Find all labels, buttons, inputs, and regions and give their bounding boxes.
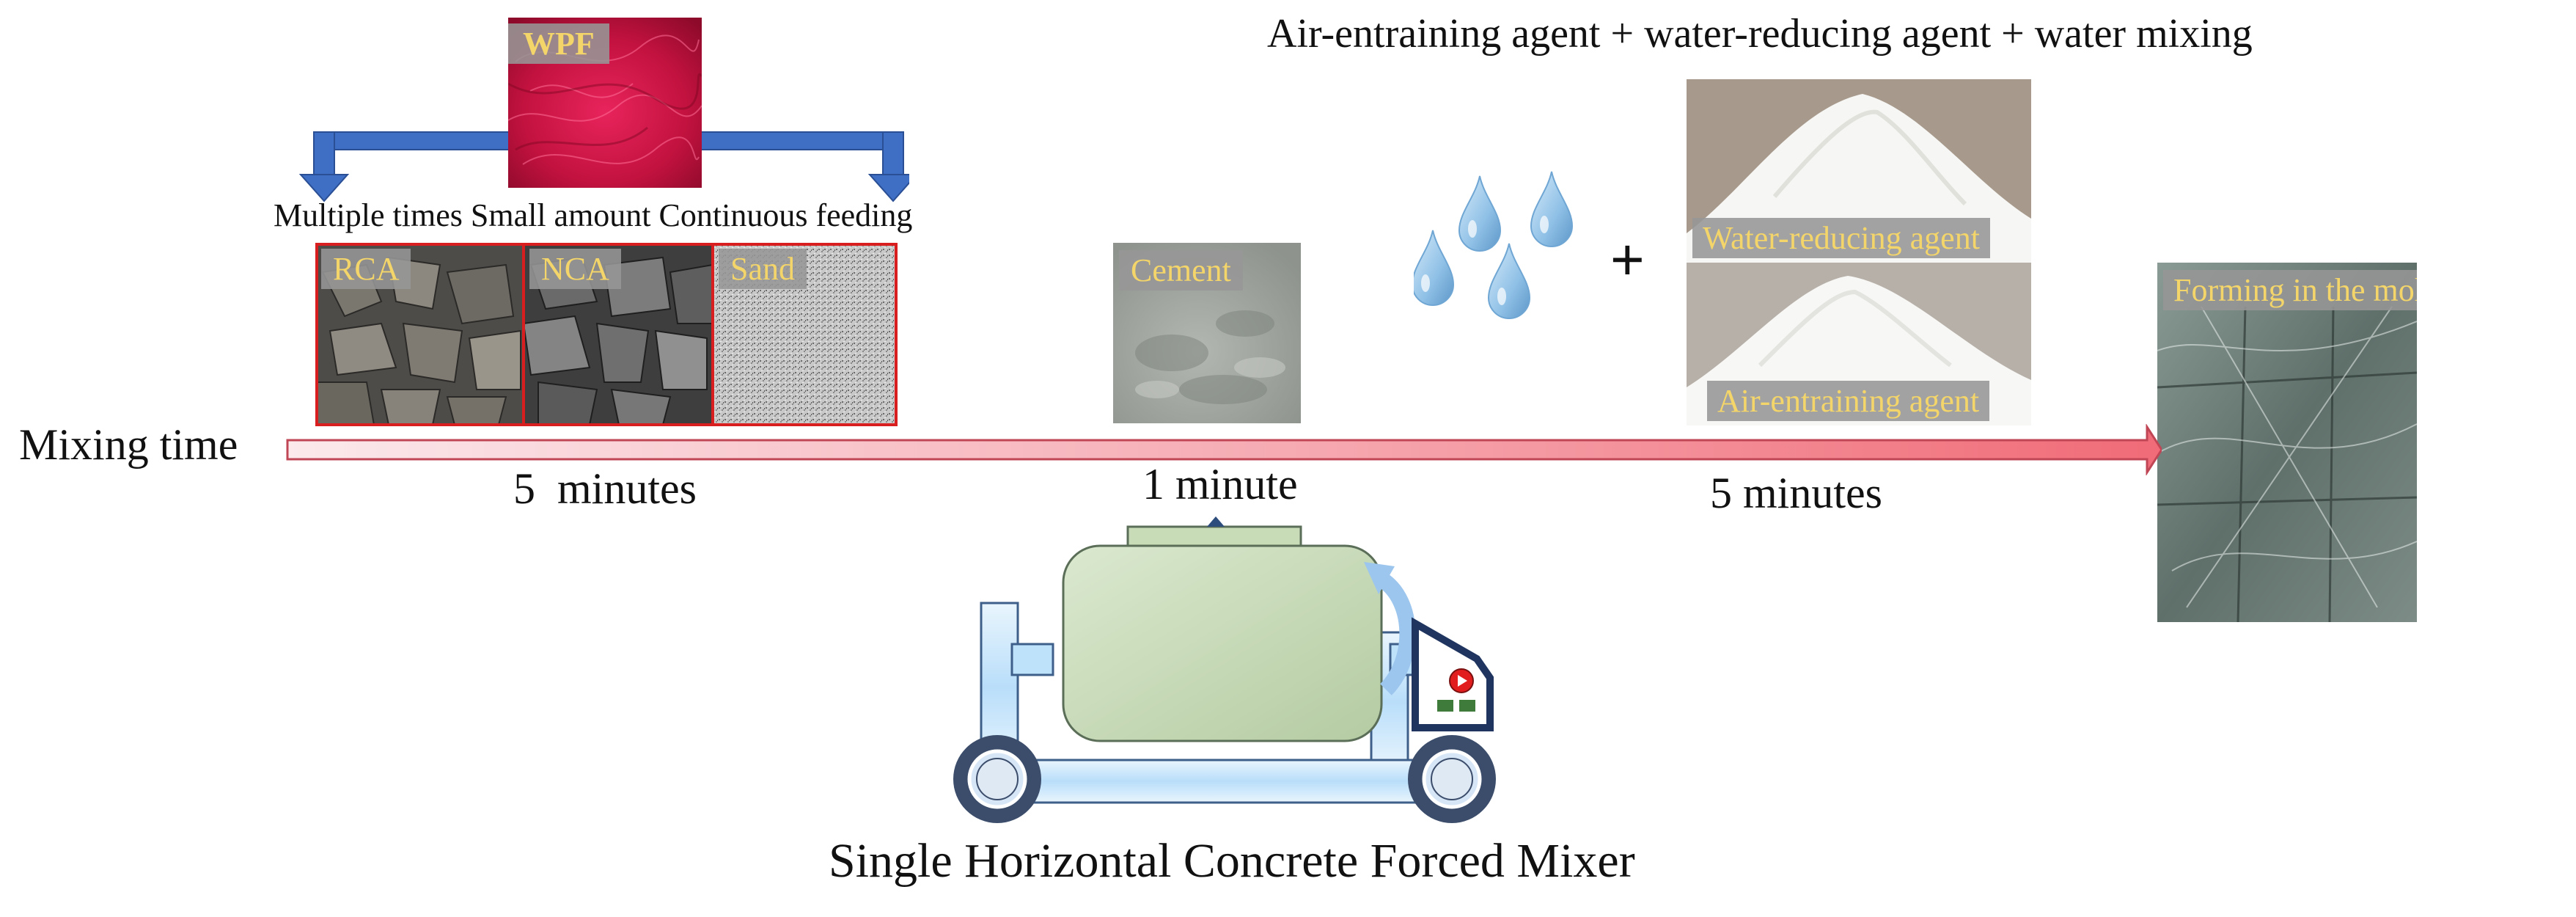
control-switch-2 [1459, 700, 1475, 712]
timeline-arrow [286, 424, 2162, 475]
mixer-base [1018, 759, 1439, 804]
duration-2: 1 minute [1142, 460, 1298, 508]
cement-label: Cement [1119, 250, 1243, 291]
top-caption: Air-entraining agent + water-reducing ag… [1267, 11, 2253, 56]
water-drop-icon [1414, 230, 1455, 306]
feed-arrow-left-stem [313, 131, 335, 177]
mixer-drum [1062, 544, 1383, 742]
rca-photo: RCA [315, 243, 524, 425]
rca-frame [315, 243, 525, 426]
play-icon [1458, 675, 1467, 687]
nca-photo: NCA [524, 243, 713, 425]
rotation-arrow [1377, 572, 1416, 695]
water-drop-icon [1530, 171, 1574, 247]
water-drop-icon [1458, 175, 1502, 252]
wpf-photo: WPF [508, 18, 702, 188]
sand-frame [711, 243, 898, 426]
cement-photo: Cement [1113, 243, 1301, 423]
control-switch-1 [1437, 700, 1453, 712]
water-drops [1414, 171, 1574, 319]
down-arrow-icon [298, 174, 350, 202]
mold-label: Forming in the mold [2163, 270, 2417, 310]
plus-sign: + [1610, 227, 1645, 292]
feed-arrow-right-stem [882, 131, 904, 177]
duration-1: 5 minutes [513, 464, 697, 513]
mixer-vent [1207, 516, 1225, 527]
water-drop-icon [1487, 243, 1531, 319]
feeding-note: Multiple times Small amount Continuous f… [274, 197, 913, 233]
air-entraining-label: Air-entraining agent [1707, 381, 1990, 421]
rotation-arrow-head [1364, 562, 1395, 594]
wpf-label: WPF [508, 23, 609, 64]
water-reducing-photo: Water-reducing agent [1687, 79, 2031, 263]
axis-label: Mixing time [19, 420, 238, 469]
feed-arrow-right-bar [674, 131, 904, 150]
rca-label: RCA [321, 249, 411, 289]
mixer-left-bearing [1010, 643, 1054, 676]
water-reducing-label: Water-reducing agent [1692, 218, 1990, 258]
air-entraining-photo: Air-entraining agent [1687, 263, 2031, 425]
duration-3: 5 minutes [1710, 469, 1882, 517]
down-arrow-icon [867, 174, 909, 202]
mixer-icon [953, 516, 1496, 823]
mixer-caption: Single Horizontal Concrete Forced Mixer [829, 834, 1635, 888]
nca-frame [522, 243, 714, 426]
mold-photo: Forming in the mold [2157, 263, 2417, 622]
nca-label: NCA [529, 249, 621, 289]
sand-photo: Sand [713, 243, 896, 425]
sand-label: Sand [719, 249, 807, 289]
